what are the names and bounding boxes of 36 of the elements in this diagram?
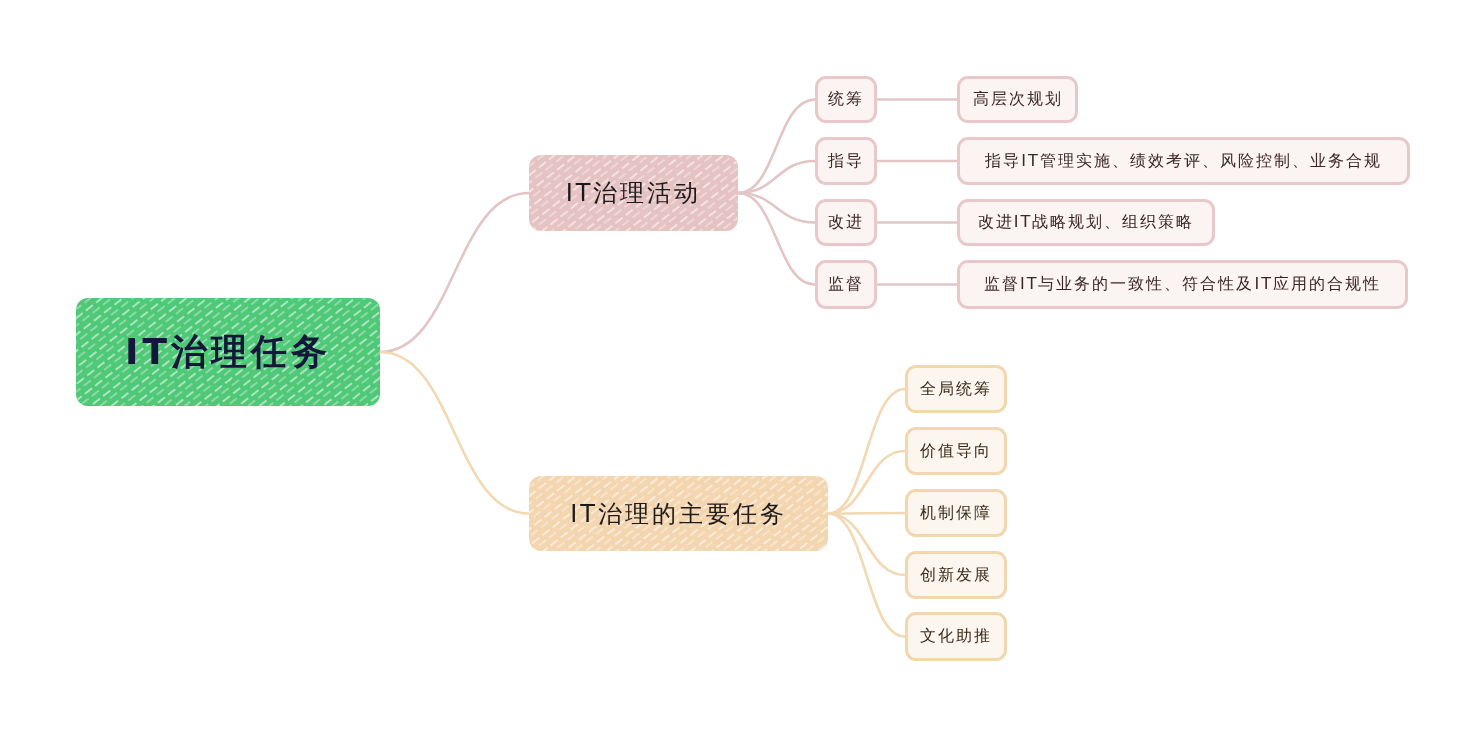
topic-text: 机制保障: [920, 502, 992, 524]
subtopic-box: [815, 199, 877, 246]
branch-line: [875, 221, 959, 224]
topic-text: 全局统筹: [920, 378, 992, 400]
subtopic-box: [815, 260, 877, 309]
branch-line: [875, 159, 959, 163]
subtopic-box: [815, 137, 877, 185]
subtopic-box: [905, 365, 1007, 413]
topic-text: 指导: [828, 150, 864, 172]
topic-text: 改进IT战略规划、组织策略: [977, 212, 1195, 233]
branch-line: [875, 283, 959, 286]
topic-text: 改进: [828, 212, 864, 233]
topic-text: IT治理的主要任务: [570, 498, 787, 530]
subtopic-box: [905, 551, 1007, 599]
topic-text: 监督: [828, 274, 864, 295]
topic-text: 创新发展: [920, 564, 992, 586]
topic-text: IT治理活动: [565, 178, 702, 209]
topic-text: 高层次规划: [972, 89, 1063, 110]
main-topic-box: [529, 155, 738, 231]
main-topic-box: [529, 476, 828, 551]
root-topic-box: [76, 298, 380, 406]
topic-text: 指导IT管理实施、绩效考评、风险控制、业务合规: [985, 150, 1382, 172]
branch-line: [875, 98, 959, 101]
subtopic-box: [815, 76, 877, 123]
subtopic-box: [957, 260, 1408, 309]
topic-text: 统筹: [828, 89, 864, 110]
subtopic-box: [957, 76, 1078, 123]
topic-text: IT治理任务: [125, 329, 331, 374]
subtopic-box: [905, 489, 1007, 537]
topic-text: 监督IT与业务的一致性、符合性及IT应用的合规性: [984, 274, 1381, 295]
subtopic-box: [957, 199, 1215, 246]
topic-text: 价值导向: [920, 440, 992, 462]
subtopic-box: [957, 137, 1410, 185]
subtopic-box: [905, 612, 1007, 661]
topic-text: 文化助推: [920, 626, 992, 647]
subtopic-box: [905, 427, 1007, 475]
